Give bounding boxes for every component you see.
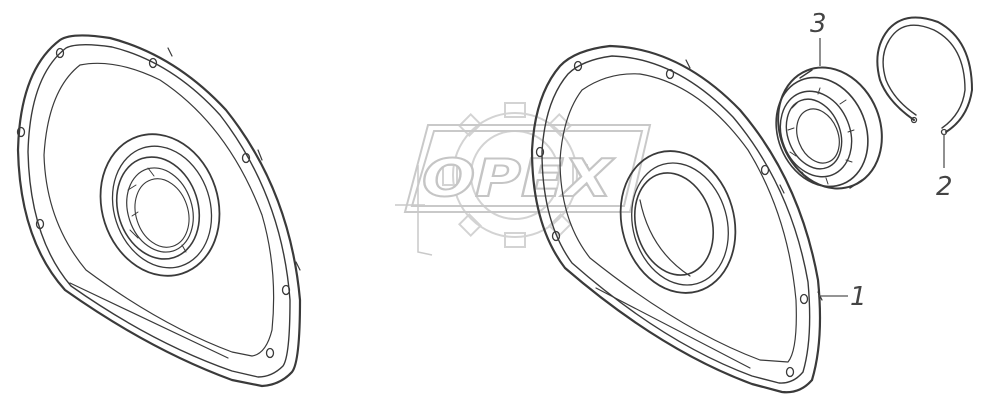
- callout-1: 1: [850, 282, 867, 312]
- leader-lines: [818, 38, 945, 297]
- bolt-holes: [16, 47, 291, 359]
- watermark-text: OPEX: [422, 149, 615, 209]
- watermark-banner: [403, 124, 652, 213]
- bearing-bore: [619, 150, 737, 294]
- flange-cover-part-1: [530, 44, 823, 394]
- bearing-boss: [99, 133, 221, 277]
- callout-2: 2: [936, 172, 953, 202]
- bearing-part-3: [775, 66, 883, 190]
- bolt-holes: [535, 60, 809, 378]
- flange-cover-rear-view: [16, 34, 302, 388]
- callout-3: 3: [810, 9, 827, 39]
- retaining-ring-part-2: [876, 16, 973, 136]
- bearing-rollers: [787, 87, 855, 185]
- watermark: OPEX: [395, 102, 652, 256]
